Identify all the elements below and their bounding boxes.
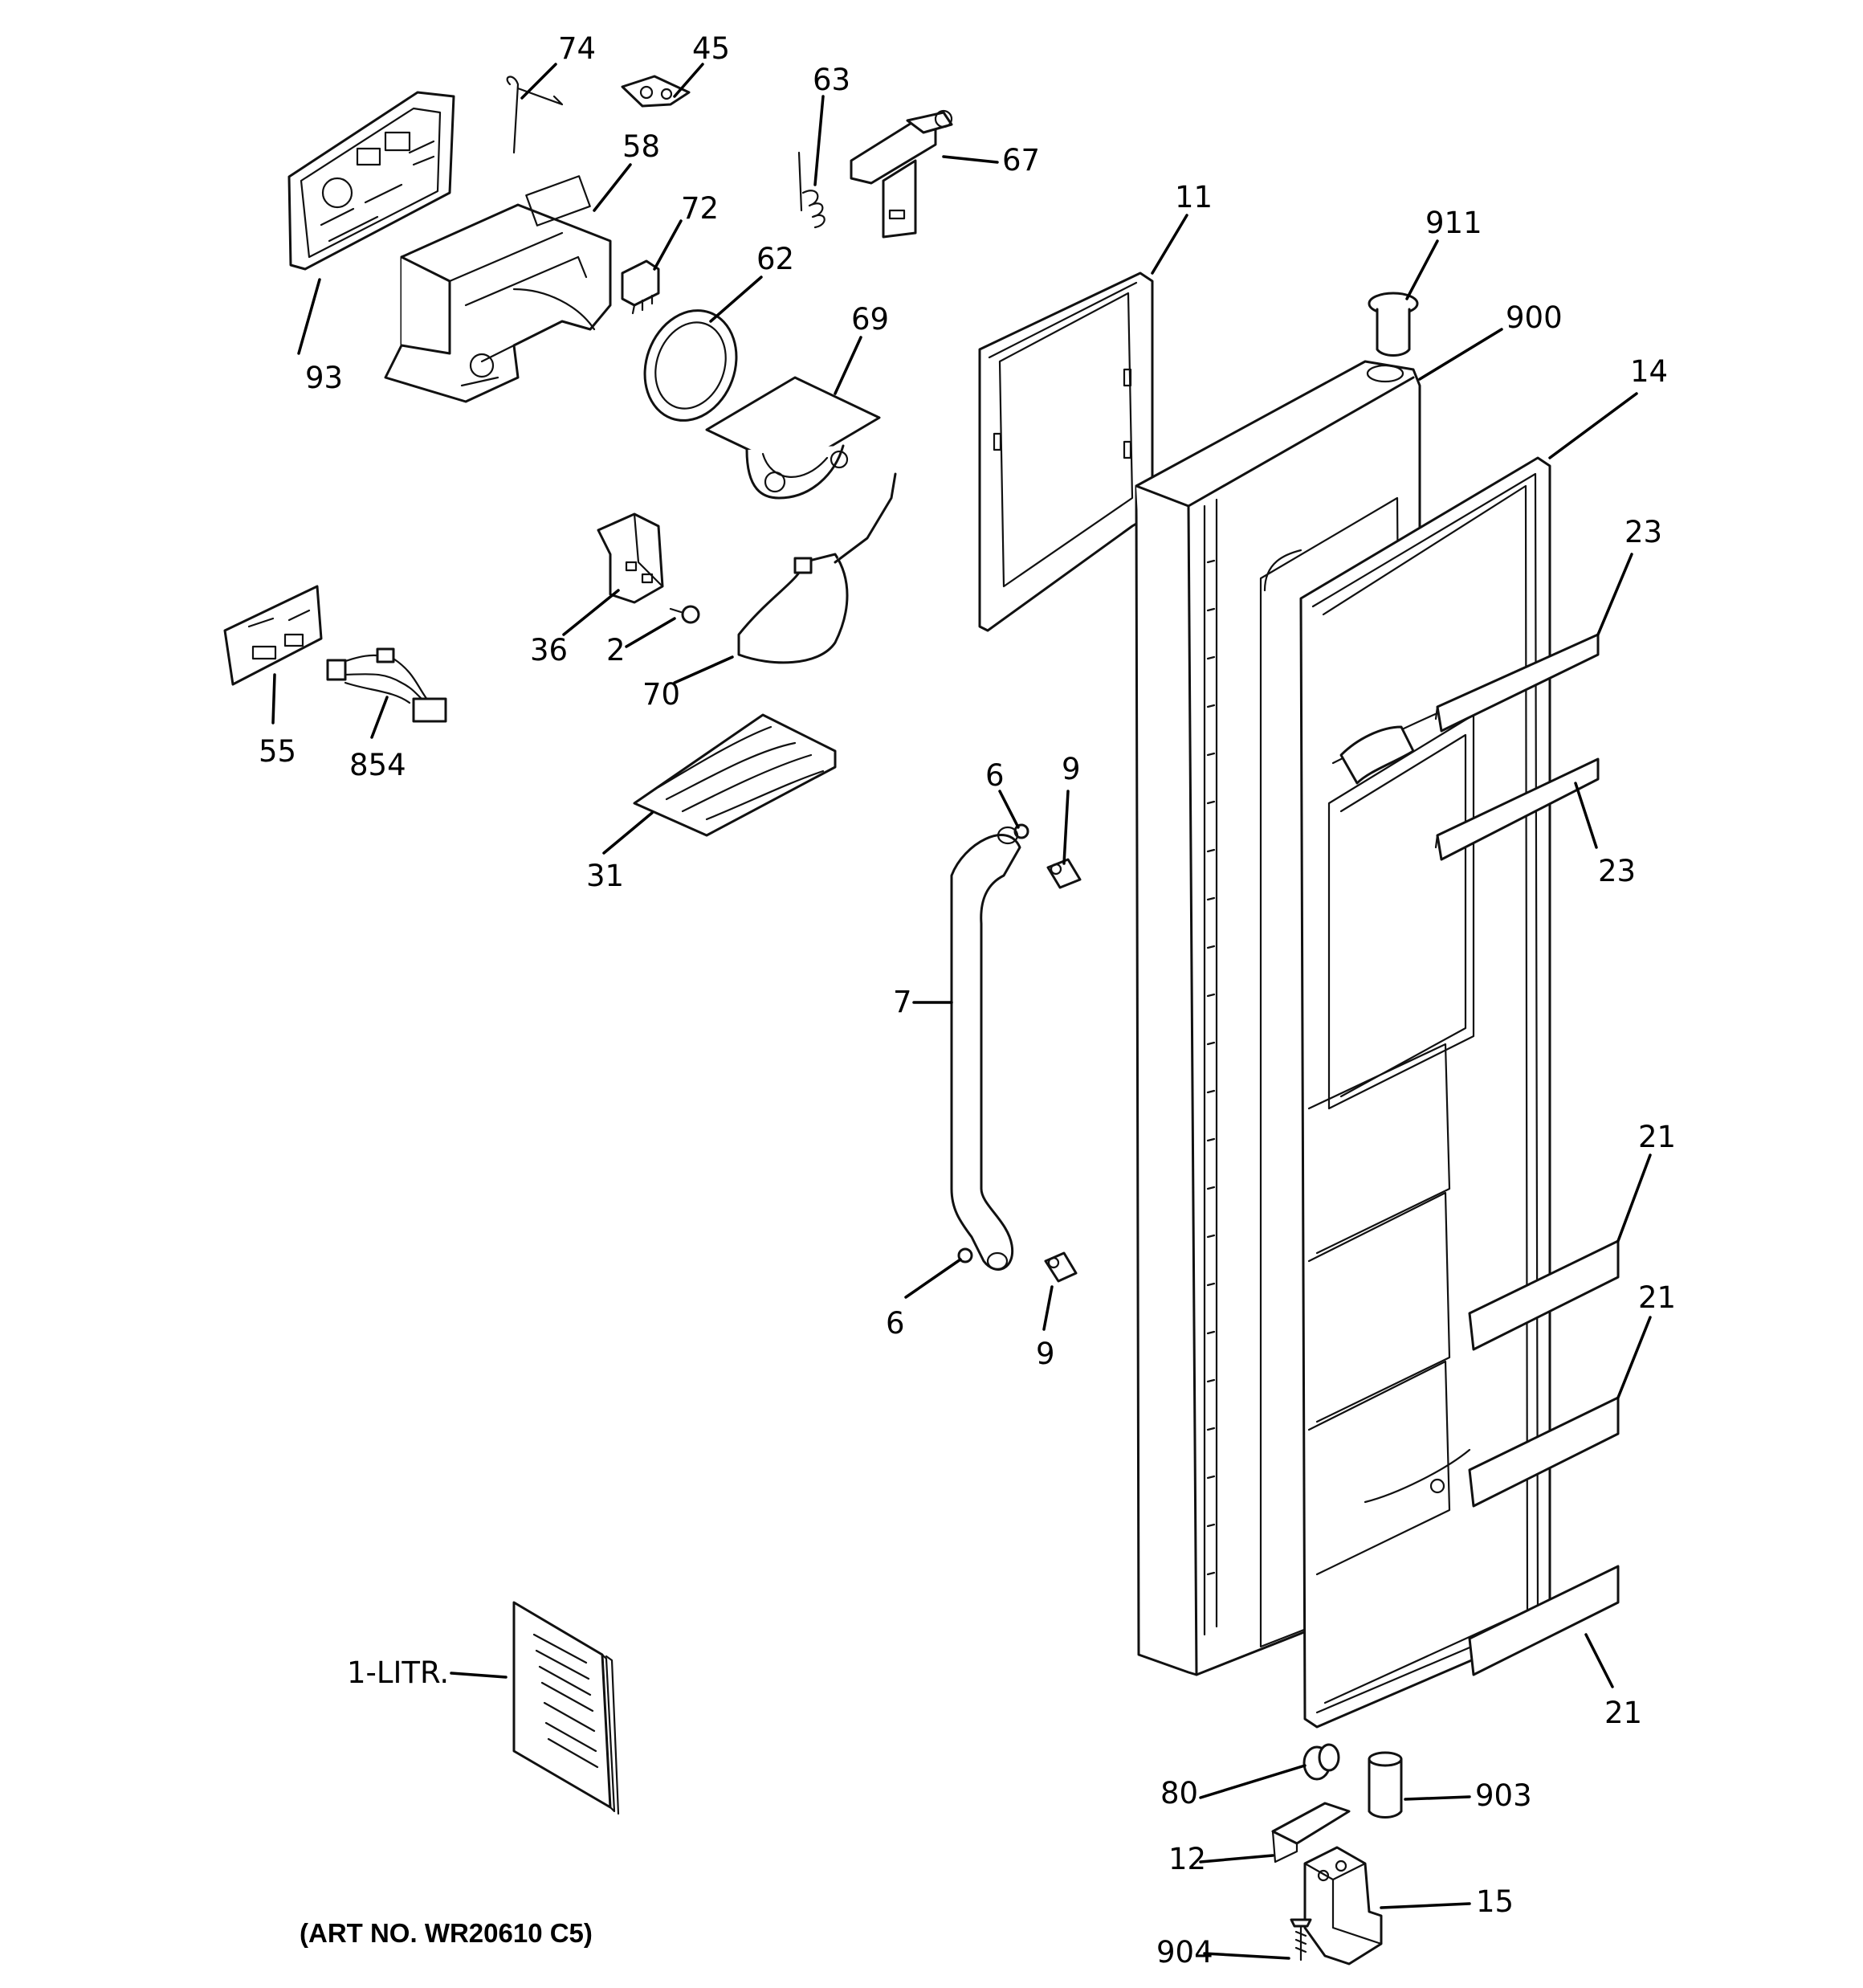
part-63-spring bbox=[797, 151, 826, 229]
part-31-tray bbox=[633, 713, 837, 837]
part-9-bolt-upper bbox=[1046, 858, 1082, 889]
part-21-bin-rail-2 bbox=[1468, 1396, 1620, 1508]
callout-9-upper: 9 bbox=[1062, 752, 1081, 786]
part-21-bin-rail-1 bbox=[1468, 1239, 1620, 1351]
callout-14: 14 bbox=[1630, 354, 1668, 389]
door-gasket-ticks bbox=[1206, 559, 1216, 1576]
callout-23-upper: 23 bbox=[1625, 515, 1662, 549]
part-69-chute-bracket bbox=[705, 376, 881, 500]
part-911-bushing bbox=[1368, 292, 1419, 357]
part-2-screw bbox=[669, 605, 700, 624]
callout-70: 70 bbox=[642, 677, 680, 712]
part-67-actuator bbox=[850, 109, 953, 239]
part-7-handle bbox=[950, 826, 1021, 1271]
part-1-litr-booklet bbox=[512, 1601, 620, 1815]
part-70-chute-lever bbox=[737, 472, 897, 664]
callout-11: 11 bbox=[1175, 180, 1213, 214]
callout-1-litr: 1-LITR. bbox=[347, 1655, 449, 1690]
part-93-control-board bbox=[287, 91, 455, 271]
callout-9-lower: 9 bbox=[1036, 1337, 1055, 1371]
callout-900: 900 bbox=[1506, 300, 1563, 335]
callout-72: 72 bbox=[681, 191, 719, 226]
callout-55: 55 bbox=[259, 734, 296, 769]
callout-45: 45 bbox=[692, 31, 730, 66]
part-12-hinge-plate bbox=[1271, 1802, 1351, 1863]
part-72-switch bbox=[621, 259, 660, 315]
leader-lines bbox=[271, 63, 1652, 1960]
callout-21-lower: 21 bbox=[1604, 1696, 1642, 1730]
part-6-screw-lower bbox=[957, 1247, 973, 1263]
callout-labels: 74 45 63 67 58 72 62 93 69 11 911 900 14… bbox=[259, 31, 1676, 1970]
art-number: (ART NO. WR20610 C5) bbox=[300, 1918, 593, 1948]
part-74-spring bbox=[506, 76, 564, 154]
part-21-bin-rail-3 bbox=[1468, 1565, 1620, 1676]
callout-67: 67 bbox=[1002, 143, 1040, 178]
part-854-harness bbox=[326, 647, 447, 723]
callout-31: 31 bbox=[586, 859, 624, 893]
callout-63: 63 bbox=[813, 63, 850, 97]
part-58-dispenser-housing bbox=[384, 175, 612, 403]
callout-74: 74 bbox=[558, 31, 596, 66]
part-45-bracket bbox=[621, 75, 691, 108]
callout-58: 58 bbox=[622, 129, 660, 164]
callout-6-upper: 6 bbox=[985, 758, 1005, 793]
callout-93: 93 bbox=[305, 361, 343, 395]
part-904-screw bbox=[1290, 1918, 1312, 1961]
callout-15: 15 bbox=[1476, 1884, 1514, 1919]
part-903-sleeve bbox=[1368, 1751, 1403, 1819]
callout-36: 36 bbox=[530, 633, 568, 667]
callout-80: 80 bbox=[1160, 1776, 1198, 1810]
callout-12: 12 bbox=[1168, 1842, 1206, 1876]
part-15-lower-hinge bbox=[1303, 1846, 1383, 1966]
callout-21-middle: 21 bbox=[1638, 1280, 1676, 1315]
callout-62: 62 bbox=[756, 242, 794, 276]
part-23-shelf-rail-lower bbox=[1434, 757, 1600, 861]
callout-23-lower: 23 bbox=[1598, 854, 1636, 888]
part-55-switch-plate bbox=[223, 585, 323, 686]
part-36-hinge-bracket bbox=[597, 512, 664, 604]
callout-904: 904 bbox=[1156, 1935, 1213, 1970]
part-14-door-liner bbox=[1299, 456, 1551, 1729]
part-62-ring bbox=[643, 309, 738, 422]
callout-7: 7 bbox=[893, 985, 912, 1019]
callout-854: 854 bbox=[349, 748, 406, 782]
callout-2: 2 bbox=[606, 633, 626, 667]
part-9-bolt-lower bbox=[1044, 1251, 1078, 1283]
callout-6-lower: 6 bbox=[886, 1306, 905, 1341]
part-11-dispenser-frame bbox=[978, 271, 1154, 632]
callout-903: 903 bbox=[1475, 1778, 1532, 1813]
callout-911: 911 bbox=[1425, 206, 1482, 240]
callout-21-upper: 21 bbox=[1638, 1120, 1676, 1154]
part-23-shelf-rail-upper bbox=[1434, 633, 1600, 733]
callout-69: 69 bbox=[851, 302, 889, 337]
part-80-bushing bbox=[1302, 1743, 1340, 1781]
